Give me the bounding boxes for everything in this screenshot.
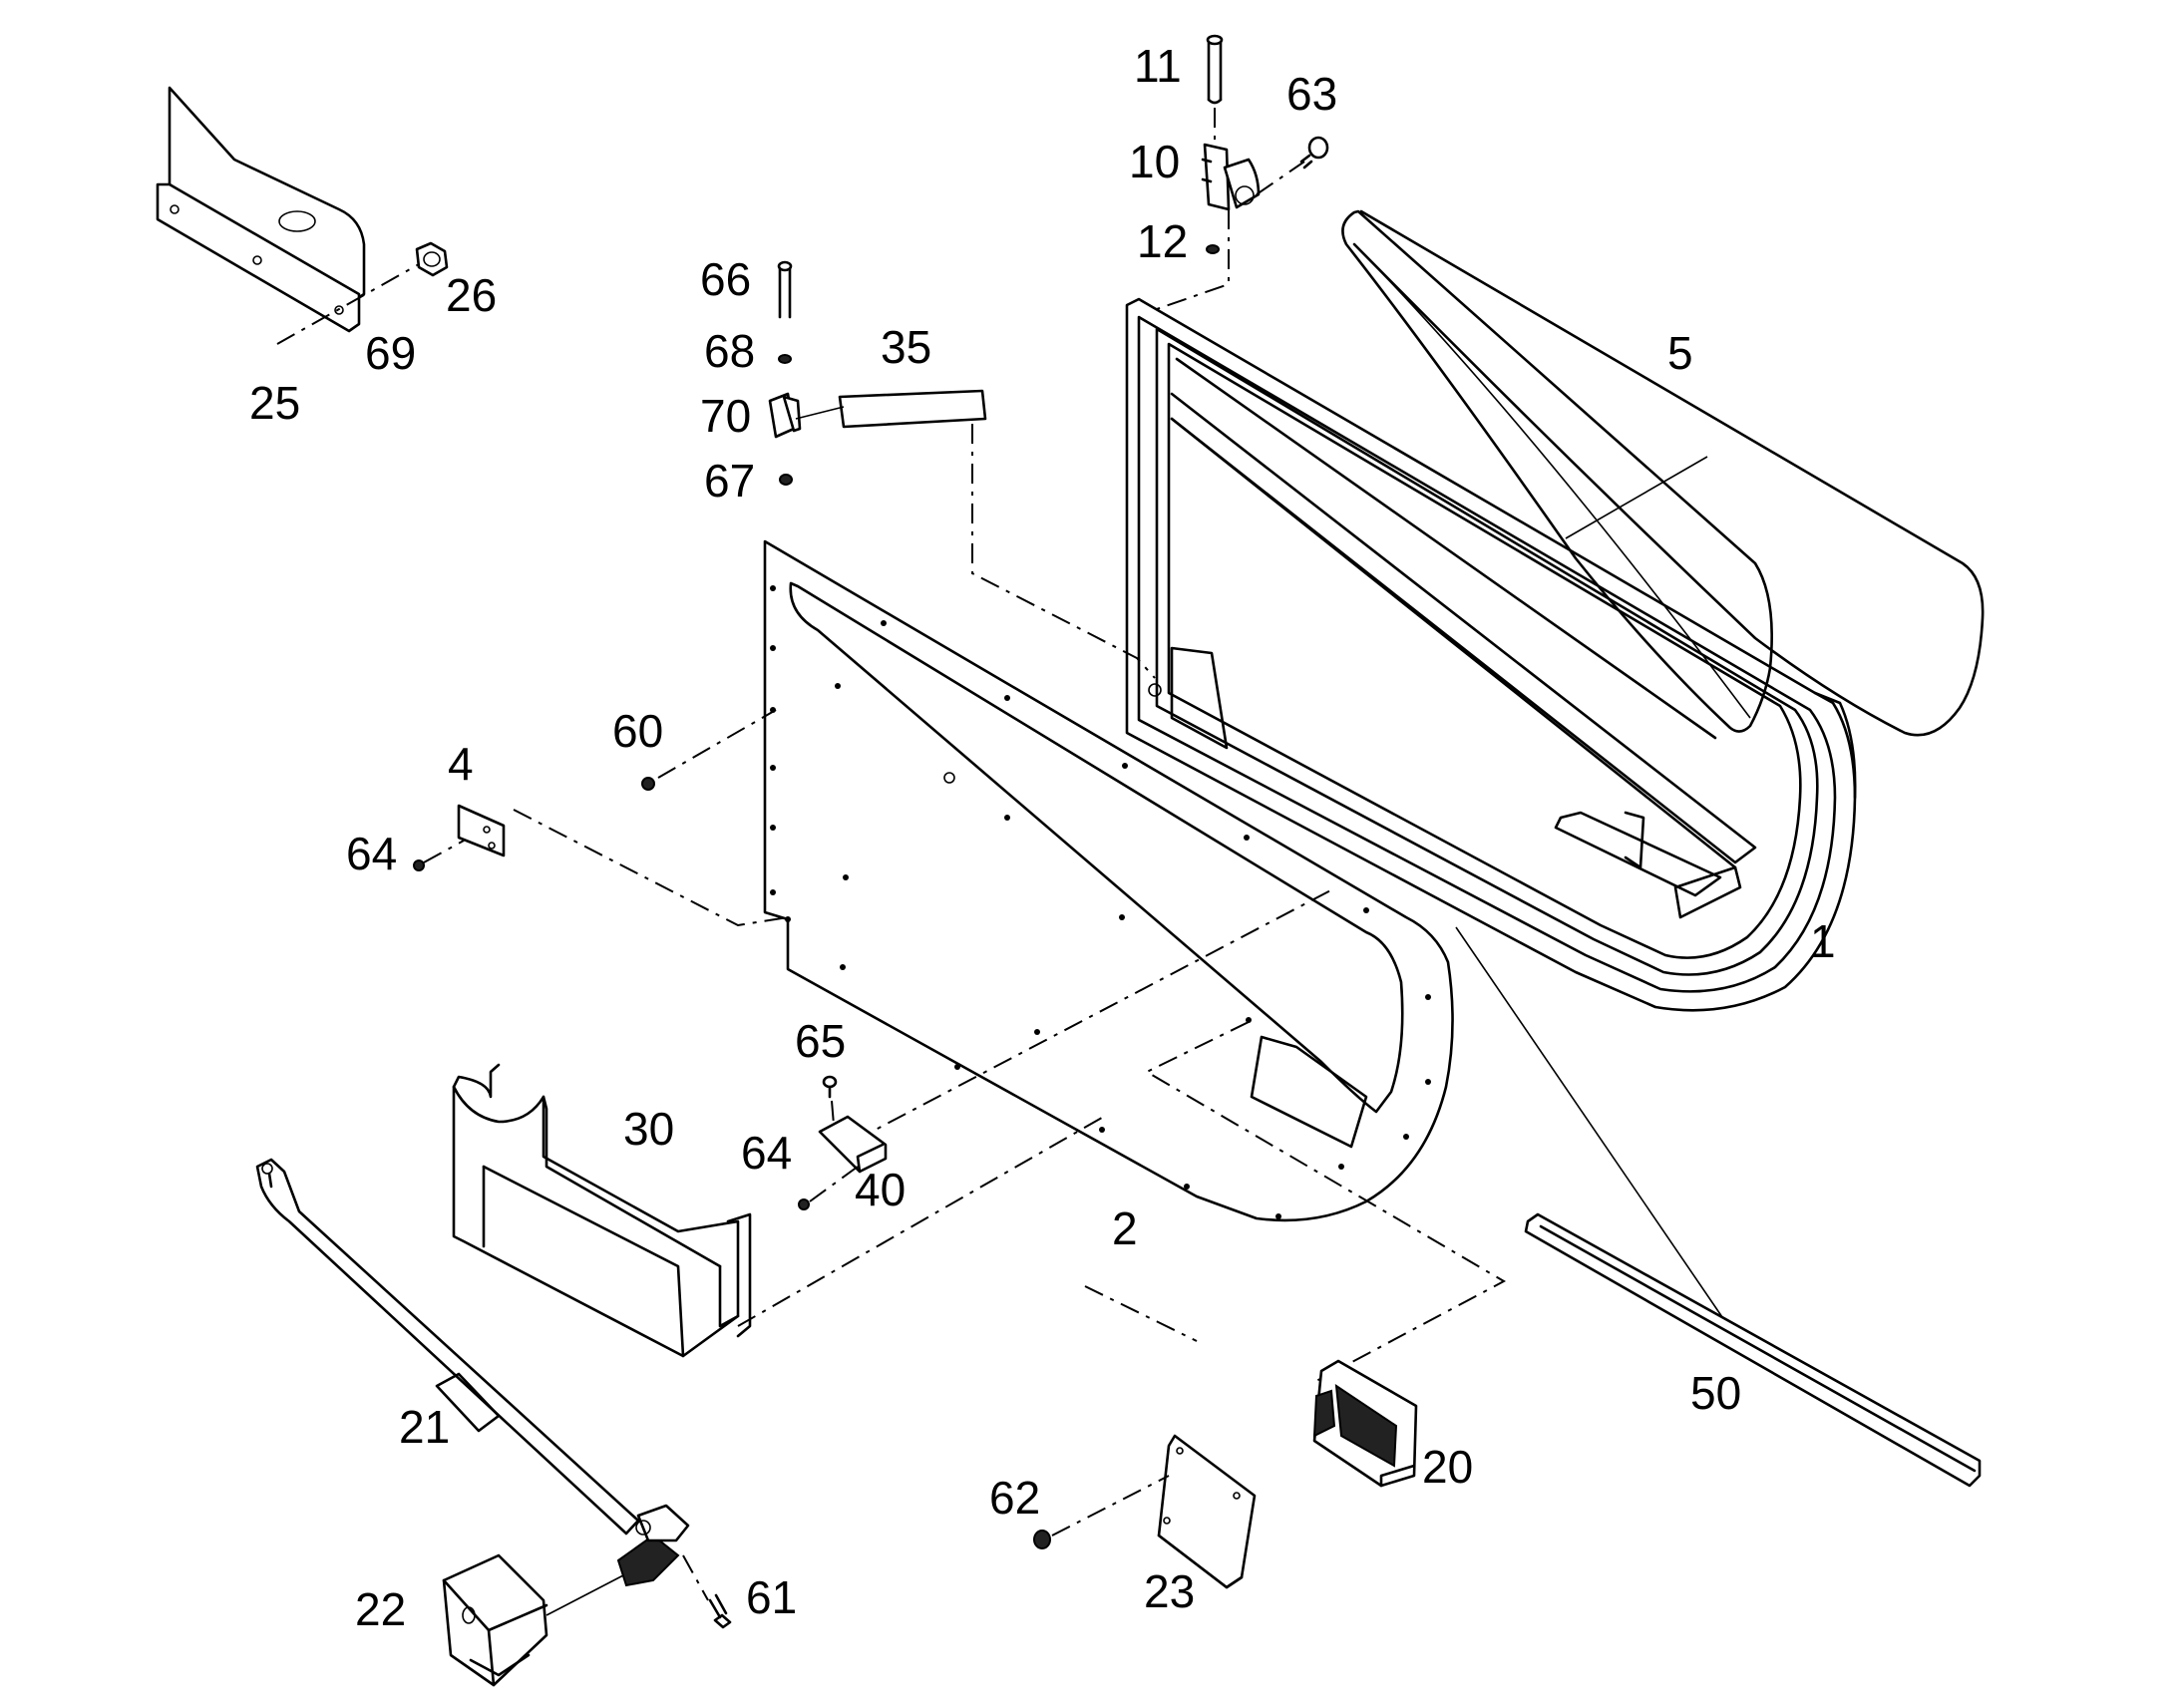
- callout-26: 26: [446, 269, 497, 321]
- callout-21: 21: [399, 1401, 450, 1453]
- part-22-latch: [616, 1504, 690, 1587]
- part-40-plate: [818, 1115, 888, 1174]
- part-10-hinge: [1201, 143, 1261, 211]
- part-25-bracket: [156, 86, 366, 333]
- part-60-screw: [641, 777, 655, 791]
- callout-67: 67: [704, 455, 755, 507]
- callout-66: 66: [700, 253, 751, 305]
- callout-2: 2: [1112, 1202, 1138, 1254]
- callout-12: 12: [1137, 215, 1188, 267]
- part-30-pocket: [452, 1063, 752, 1358]
- part-22-handle: [442, 1553, 548, 1687]
- callout-69: 69: [365, 327, 416, 379]
- callout-64-center: 64: [741, 1127, 792, 1179]
- callout-64-left: 64: [346, 828, 397, 879]
- part-2-inner-panel: [763, 539, 1454, 1222]
- callout-1: 1: [1810, 915, 1836, 967]
- callout-65: 65: [795, 1015, 846, 1067]
- callout-68: 68: [704, 325, 755, 377]
- part-64-screw-a: [413, 859, 425, 871]
- callout-20: 20: [1422, 1441, 1473, 1493]
- callout-22: 22: [355, 1583, 406, 1635]
- part-61-screw: [708, 1593, 732, 1629]
- part-11-pin: [1206, 34, 1224, 105]
- part-65-screw: [822, 1075, 838, 1099]
- callout-11: 11: [1134, 40, 1182, 92]
- callout-70: 70: [700, 390, 751, 442]
- part-63-screw: [1299, 136, 1329, 170]
- part-62-screw: [1033, 1530, 1051, 1549]
- part-68-washer: [778, 354, 792, 364]
- part-64-screw-b: [798, 1198, 810, 1210]
- callout-50: 50: [1690, 1367, 1741, 1419]
- callout-35: 35: [881, 321, 931, 373]
- part-20-latch: [1312, 1359, 1418, 1488]
- callout-30: 30: [623, 1103, 674, 1155]
- callout-40: 40: [855, 1164, 906, 1215]
- part-70-clip: [768, 392, 802, 439]
- callout-23: 23: [1144, 1565, 1195, 1617]
- callout-63: 63: [1286, 68, 1337, 120]
- callout-25: 25: [249, 377, 300, 429]
- part-35-pad: [838, 389, 987, 429]
- part-23-bracket: [1157, 1434, 1257, 1589]
- callout-5: 5: [1667, 327, 1693, 379]
- part-67-nut: [779, 474, 793, 486]
- part-21-rod: [255, 1158, 640, 1536]
- callout-10: 10: [1129, 136, 1180, 187]
- part-50-rail: [1524, 1212, 1982, 1488]
- part-4-plate: [457, 804, 506, 857]
- part-66-bolt: [777, 260, 793, 319]
- callout-61: 61: [746, 1571, 797, 1623]
- callout-62: 62: [989, 1472, 1040, 1524]
- callout-4: 4: [448, 738, 474, 790]
- part-1-door-frame: [1125, 297, 1857, 1012]
- part-12-washer: [1206, 244, 1220, 254]
- callout-60: 60: [612, 705, 663, 757]
- part-26-nut: [415, 241, 449, 277]
